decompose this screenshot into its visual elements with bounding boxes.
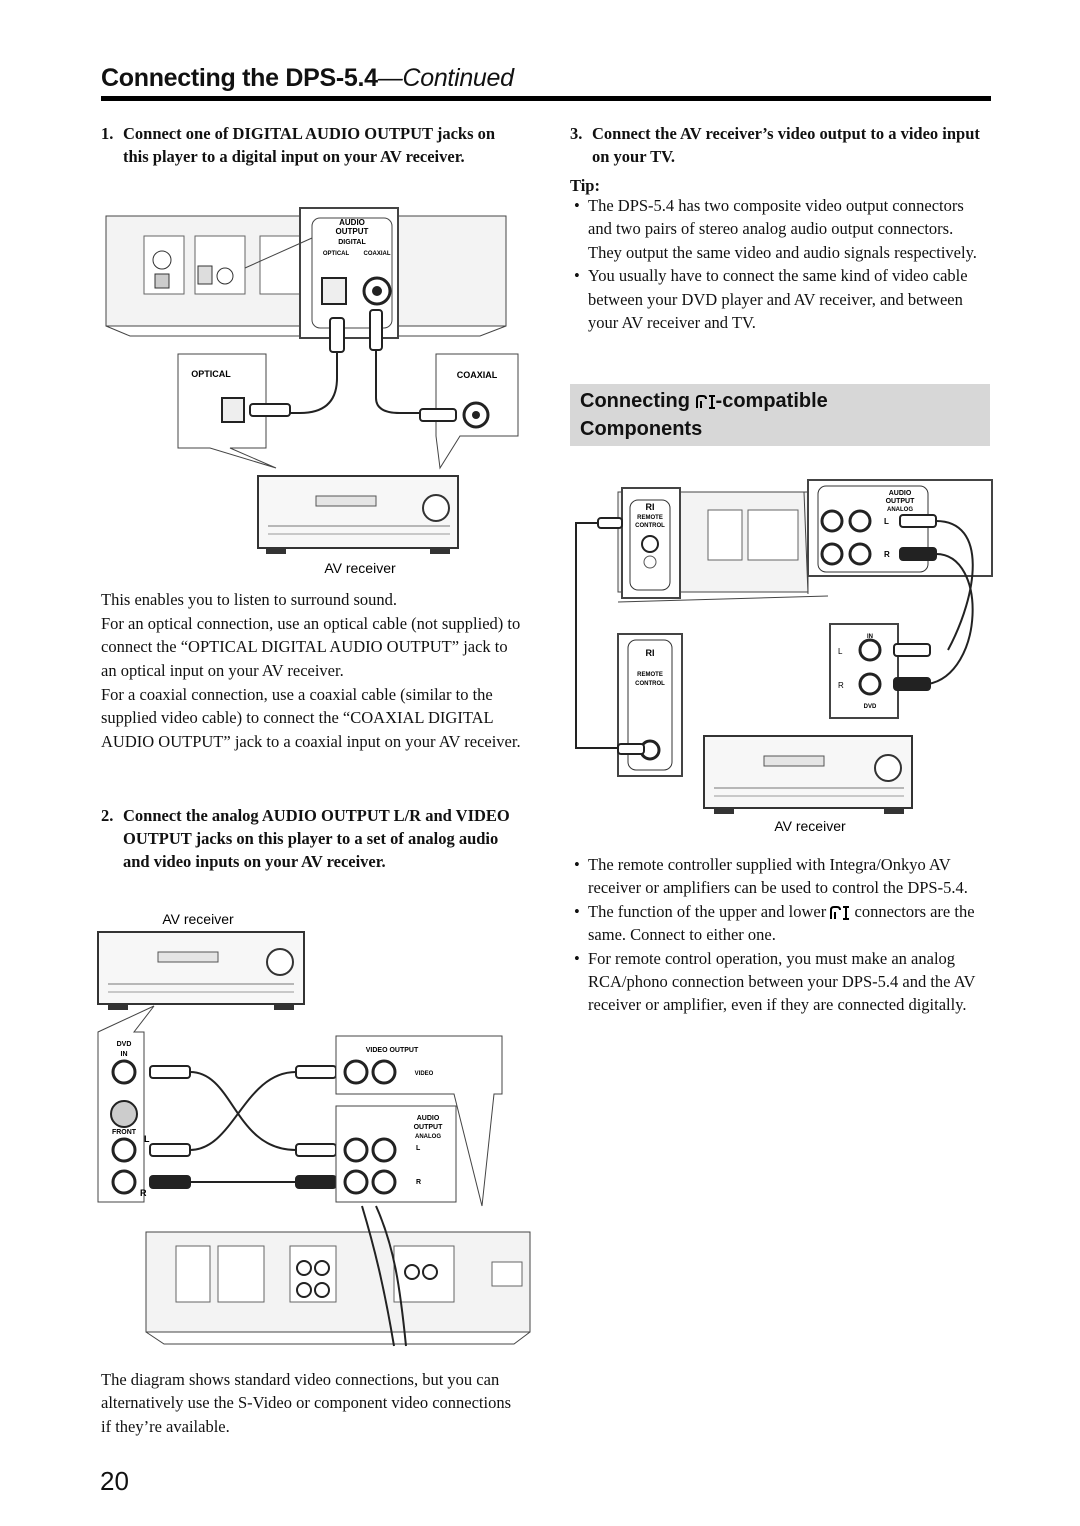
tip-list: •The DPS-5.4 has two composite video out…: [574, 194, 990, 334]
ri-note-item: •For remote control operation, you must …: [574, 948, 976, 1015]
para-coaxial: For a coaxial connection, use a coaxial …: [101, 685, 521, 751]
tip-item: •The DPS-5.4 has two composite video out…: [574, 196, 977, 262]
fig3-analog-label: ANALOG: [887, 507, 913, 513]
optical-jack-icon: [321, 277, 347, 305]
fig3-in-r-label: R: [838, 681, 844, 690]
digital-connection-diagram: AUDIO OUTPUT DIGITAL OPTICAL COAXIAL OPT…: [105, 207, 519, 576]
page-number: 20: [100, 1466, 129, 1496]
fig3-in-label: IN: [867, 634, 873, 640]
fig2-video-label: VIDEO: [415, 1071, 434, 1077]
optical-callout-label: OPTICAL: [191, 369, 231, 379]
fig3-output-label: OUTPUT: [886, 498, 916, 505]
ri-logo-icon: RI: [646, 648, 655, 658]
fig2-video-output-label: VIDEO OUTPUT: [366, 1047, 419, 1054]
ri-logo-icon: RI: [646, 502, 655, 512]
fig3-control-label: CONTROL: [635, 523, 665, 529]
fig2-out-r-label: R: [416, 1179, 421, 1186]
ri-logo-icon: [830, 906, 850, 921]
fig2-out-l-label: L: [416, 1145, 421, 1152]
fig3-audio-label: AUDIO: [889, 490, 912, 497]
tip-label: Tip:: [570, 176, 600, 195]
fig1-coaxial-small: COAXIAL: [364, 251, 391, 257]
fig2-in-label: IN: [121, 1051, 128, 1058]
page-title: Connecting the DPS-5.4—Continued: [101, 64, 514, 92]
fig2-output-label: OUTPUT: [414, 1124, 444, 1131]
step-2: 2.Connect the analog AUDIO OUTPUT L/R an…: [101, 806, 510, 871]
fig3-av-receiver-label: AV receiver: [774, 818, 846, 834]
fig1-audio-label: AUDIO: [339, 218, 365, 227]
fig2-dvd-label: DVD: [117, 1041, 132, 1048]
fig1-av-receiver-label: AV receiver: [324, 560, 396, 576]
fig2-r-label: R: [140, 1188, 147, 1198]
fig2-front-label: FRONT: [112, 1129, 137, 1136]
fig2-l-label: L: [144, 1134, 150, 1144]
fig1-output-label: OUTPUT: [336, 227, 369, 236]
para-surround: This enables you to listen to surround s…: [101, 590, 398, 609]
para-optical: For an optical connection, use an optica…: [101, 614, 521, 680]
step-1: 1.Connect one of DIGITAL AUDIO OUTPUT ja…: [101, 124, 496, 166]
fig3-rx-control-label: CONTROL: [635, 681, 665, 687]
fig3-remote-label: REMOTE: [637, 515, 663, 521]
para-alt-video: The diagram shows standard video connect…: [101, 1370, 512, 1436]
ri-logo-icon: [695, 394, 715, 409]
ri-note-item: •The remote controller supplied with Int…: [574, 855, 968, 898]
fig2-analog-label: ANALOG: [415, 1134, 441, 1140]
coaxial-callout-label: COAXIAL: [457, 370, 498, 380]
ri-connection-diagram: RI REMOTE CONTROL AUDIO OUTPUT ANALOG L …: [575, 479, 993, 834]
fig3-out-r-label: R: [884, 550, 890, 559]
fig3-out-l-label: L: [884, 517, 889, 526]
fig3-in-l-label: L: [838, 647, 843, 656]
fig3-dvd-label: DVD: [864, 704, 877, 710]
tip-item: •You usually have to connect the same ki…: [574, 266, 968, 333]
fig3-rx-remote-label: REMOTE: [637, 672, 663, 678]
ri-note-item: •The function of the upper and lower con…: [574, 901, 975, 945]
analog-connection-diagram: AV receiver DVD IN FRONT L R VIDEO OUTPU…: [97, 911, 531, 1347]
section-heading-ri: Connecting -compatible Components: [570, 384, 990, 446]
header-rule: [101, 96, 991, 101]
fig2-audio-label: AUDIO: [417, 1115, 440, 1122]
fig1-optical-small: OPTICAL: [323, 251, 350, 257]
step-3: 3.Connect the AV receiver’s video output…: [570, 124, 980, 166]
fig1-digital-label: DIGITAL: [338, 239, 366, 246]
ri-notes: •The remote controller supplied with Int…: [574, 853, 990, 1017]
fig2-av-receiver-label: AV receiver: [162, 911, 234, 927]
